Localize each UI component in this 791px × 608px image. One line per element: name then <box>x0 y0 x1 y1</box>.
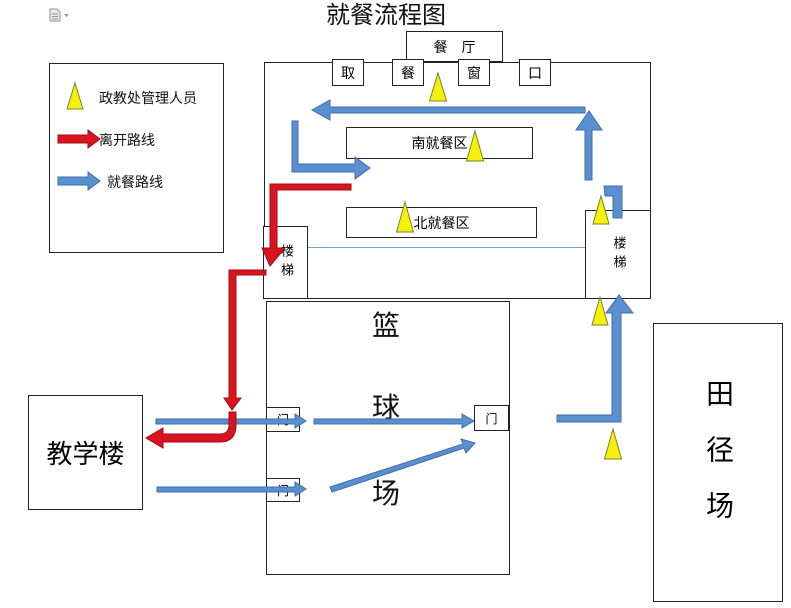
corridor-line <box>308 247 585 248</box>
door-label: 门 <box>485 411 498 426</box>
legend-dine-label: 就餐路线 <box>107 175 163 191</box>
legend-red-arrow <box>57 129 101 149</box>
marker-field <box>603 427 623 460</box>
court-label-3: 场 <box>372 477 401 510</box>
legend-blue-arrow <box>57 171 101 191</box>
diagonal-court-arrow <box>329 438 476 493</box>
canteen-right-up-arrow <box>575 110 603 181</box>
south-dining-area-label: 南就餐区 <box>411 136 468 152</box>
outdoor-leave-left-arrow <box>145 411 237 449</box>
marker-north-area <box>395 200 415 233</box>
legend-manager-marker <box>66 81 84 110</box>
window-label: 口 <box>528 65 542 82</box>
athletics-field: 田径场 <box>653 323 783 602</box>
document-icon[interactable] <box>48 7 72 22</box>
stairs-right: 楼梯 <box>585 210 651 299</box>
window-label: 取 <box>341 65 355 82</box>
court-door-right: 门 <box>474 405 509 431</box>
window-cell-1: 取 <box>332 59 364 86</box>
stairs-right-label: 楼梯 <box>610 235 626 274</box>
south-dining-area: 南就餐区 <box>346 127 533 159</box>
stairs-right-hook-arrow <box>603 185 623 219</box>
court-label-2: 球 <box>372 391 401 424</box>
to-court-door-bottom-arrow <box>156 481 307 497</box>
window-cell-2: 餐 <box>392 59 424 86</box>
manager-markers <box>66 71 623 460</box>
legend-manager-label: 政教处管理人员 <box>99 91 197 107</box>
window-cell-4: 口 <box>519 59 551 86</box>
canteen-leave-arrow <box>261 183 352 267</box>
basketball-court <box>266 301 510 575</box>
court-label-1: 篮 <box>372 309 401 342</box>
canteen-outline <box>264 62 651 299</box>
teaching-building: 教学楼 <box>28 395 143 510</box>
dining-routes <box>57 99 635 497</box>
athletics-field-label: 田径场 <box>702 378 735 547</box>
marker-window <box>428 71 448 102</box>
north-dining-area-label: 北就餐区 <box>413 215 470 232</box>
leaving-routes <box>57 129 352 449</box>
marker-stairs-right <box>592 194 610 225</box>
window-label: 餐 <box>401 65 415 82</box>
outdoor-leave-down-arrow <box>223 269 267 411</box>
legend-leave-label: 离开路线 <box>99 133 155 149</box>
north-dining-area: 北就餐区 <box>346 207 537 238</box>
window-label: 窗 <box>467 65 481 82</box>
stairs-left-label: 楼梯 <box>278 243 293 282</box>
teaching-building-label: 教学楼 <box>46 440 125 470</box>
canteen-left-l-arrow <box>291 120 371 180</box>
canteen-name-box: 餐 厅 <box>406 31 503 62</box>
through-court-arrow <box>313 413 475 429</box>
window-cell-3: 窗 <box>458 59 490 86</box>
canteen-top-left-arrow <box>310 99 586 121</box>
to-canteen-stairs-arrow <box>556 294 635 423</box>
canteen-name: 餐 厅 <box>433 39 476 56</box>
page-title: 就餐流程图 <box>326 1 446 29</box>
marker-outside-stairs <box>591 295 609 326</box>
marker-south-area <box>465 129 485 162</box>
